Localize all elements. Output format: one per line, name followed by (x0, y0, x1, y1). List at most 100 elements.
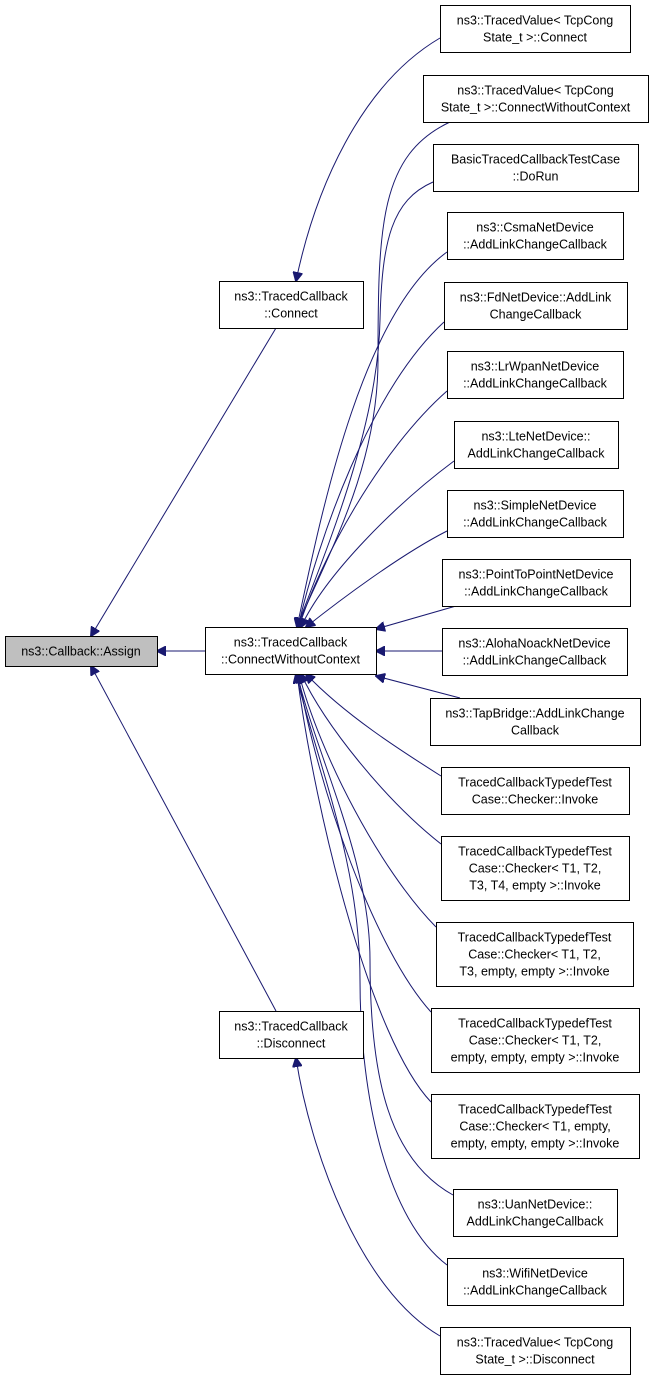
node-label-line: BasicTracedCallbackTestCase (451, 153, 620, 167)
node-box (440, 5, 631, 53)
node-label-line: ns3::LrWpanNetDevice (471, 360, 600, 374)
node-label-line: Case::Checker::Invoke (472, 793, 598, 807)
node-aloha[interactable]: ns3::AlohaNoackNetDevice::AddLinkChangeC… (442, 628, 628, 676)
node-label-line: ::AddLinkChangeCallback (463, 1284, 608, 1298)
node-label-line: ns3::TracedCallback (234, 1020, 348, 1034)
node-uan[interactable]: ns3::UanNetDevice::AddLinkChangeCallback (453, 1189, 618, 1237)
node-lte[interactable]: ns3::LteNetDevice::AddLinkChangeCallback (454, 421, 619, 469)
node-tapbridge[interactable]: ns3::TapBridge::AddLinkChangeCallback (430, 698, 641, 746)
node-tc-cwc[interactable]: ns3::TracedCallback::ConnectWithoutConte… (205, 627, 377, 675)
node-checker1[interactable]: TracedCallbackTypedefTestCase::Checker< … (431, 1094, 640, 1159)
edge-tv_cwc-to-tc_cwc (297, 121, 451, 627)
node-root[interactable]: ns3::Callback::Assign (5, 636, 158, 667)
node-label-line: TracedCallbackTypedefTest (458, 1017, 612, 1031)
node-box (441, 767, 630, 815)
node-label-line: Callback (511, 724, 560, 738)
node-box (436, 922, 634, 987)
node-label-line: ns3::TracedValue< TcpCong (457, 14, 614, 28)
edge-tv_connect-to-tc_connect (296, 37, 441, 281)
node-box (431, 1094, 640, 1159)
node-checker2[interactable]: TracedCallbackTypedefTestCase::Checker< … (431, 1008, 640, 1073)
node-label-line: ns3::SimpleNetDevice (474, 499, 597, 513)
node-box (205, 627, 377, 675)
node-label-line: ChangeCallback (490, 308, 582, 322)
node-label-line: AddLinkChangeCallback (467, 1215, 605, 1229)
node-label-line: TracedCallbackTypedefTest (458, 776, 612, 790)
node-label-line: ns3::WifiNetDevice (482, 1267, 588, 1281)
node-lrwpan[interactable]: ns3::LrWpanNetDevice::AddLinkChangeCallb… (447, 351, 624, 399)
node-box (219, 1011, 364, 1059)
node-label-line: T3, T4, empty >::Invoke (469, 879, 600, 893)
node-box (440, 1327, 631, 1375)
node-box (454, 421, 619, 469)
node-checker3[interactable]: TracedCallbackTypedefTestCase::Checker< … (436, 922, 634, 987)
node-basic-dorun[interactable]: BasicTracedCallbackTestCase::DoRun (433, 144, 639, 192)
node-checker-invoke[interactable]: TracedCallbackTypedefTestCase::Checker::… (441, 767, 630, 815)
edge-basic_dorun-to-tc_cwc (297, 181, 434, 627)
node-fd[interactable]: ns3::FdNetDevice::AddLinkChangeCallback (444, 282, 628, 330)
node-label-line: ::Connect (264, 307, 318, 321)
edge-lte-to-tc_cwc (301, 460, 455, 627)
node-label-line: State_t >::Disconnect (475, 1353, 595, 1367)
node-box (219, 281, 364, 329)
node-label-line: ns3::TracedCallback (234, 290, 348, 304)
node-label-line: ns3::PointToPointNetDevice (459, 568, 614, 582)
node-box (447, 490, 624, 538)
node-tc-connect[interactable]: ns3::TracedCallback::Connect (219, 281, 364, 329)
edge-checker2-to-tc_cwc (298, 674, 432, 1013)
edge-checker1-to-tc_cwc (297, 674, 432, 1103)
edge-tapbridge-to-tc_cwc (376, 676, 461, 699)
node-tc-disconnect[interactable]: ns3::TracedCallback::Disconnect (219, 1011, 364, 1059)
node-box (441, 836, 630, 901)
node-simple[interactable]: ns3::SimpleNetDevice::AddLinkChangeCallb… (447, 490, 624, 538)
node-label-line: ::AddLinkChangeCallback (463, 516, 608, 530)
edge-checker3-to-tc_cwc (299, 674, 437, 928)
node-box (447, 1258, 624, 1306)
node-label-line: ::AddLinkChangeCallback (463, 377, 608, 391)
node-label-line: ::AddLinkChangeCallback (463, 238, 608, 252)
node-label-line: Case::Checker< T1, T2, (468, 948, 601, 962)
node-label-line: ns3::TapBridge::AddLinkChange (445, 707, 624, 721)
node-label-line: TracedCallbackTypedefTest (458, 931, 612, 945)
edge-simple-to-tc_cwc (306, 530, 448, 627)
node-label-line: ns3::Callback::Assign (21, 645, 141, 659)
node-checker4[interactable]: TracedCallbackTypedefTestCase::Checker< … (441, 836, 630, 901)
node-label-line: State_t >::Connect (483, 31, 587, 45)
edge-tc_disconnect-to-root (91, 666, 277, 1012)
edge-checker4-to-tc_cwc (301, 674, 442, 845)
node-label-line: Case::Checker< T1, T2, (469, 862, 602, 876)
node-box (442, 628, 628, 676)
node-label-line: AddLinkChangeCallback (468, 447, 606, 461)
node-box (430, 698, 641, 746)
node-label-line: T3, empty, empty >::Invoke (459, 965, 609, 979)
node-label-line: ns3::AlohaNoackNetDevice (458, 637, 610, 651)
node-label-line: Case::Checker< T1, empty, (459, 1120, 610, 1134)
edge-p2p-to-tc_cwc (376, 605, 457, 629)
node-label-line: empty, empty, empty >::Invoke (451, 1137, 620, 1151)
edge-csma-to-tc_cwc (297, 251, 448, 627)
node-label-line: ns3::FdNetDevice::AddLink (460, 291, 612, 305)
node-label-line: ns3::CsmaNetDevice (476, 221, 593, 235)
node-box (444, 282, 628, 330)
node-box (433, 144, 639, 192)
node-box (423, 75, 649, 123)
node-csma[interactable]: ns3::CsmaNetDevice::AddLinkChangeCallbac… (447, 212, 624, 260)
edge-lrwpan-to-tc_cwc (299, 390, 448, 627)
node-label-line: TracedCallbackTypedefTest (458, 845, 612, 859)
edge-wifi-to-tc_cwc (296, 674, 448, 1266)
node-p2p[interactable]: ns3::PointToPointNetDevice::AddLinkChang… (442, 559, 631, 607)
node-box (447, 351, 624, 399)
node-label-line: Case::Checker< T1, T2, (469, 1034, 602, 1048)
edge-uan-to-tc_cwc (297, 674, 454, 1196)
node-label-line: empty, empty, empty >::Invoke (451, 1051, 620, 1065)
node-label-line: State_t >::ConnectWithoutContext (441, 101, 631, 115)
node-label-line: TracedCallbackTypedefTest (458, 1103, 612, 1117)
node-label-line: ns3::TracedValue< TcpCong (457, 84, 614, 98)
node-label-line: ns3::TracedValue< TcpCong (457, 1336, 614, 1350)
node-label-line: ::Disconnect (257, 1037, 326, 1051)
node-wifi[interactable]: ns3::WifiNetDevice::AddLinkChangeCallbac… (447, 1258, 624, 1306)
